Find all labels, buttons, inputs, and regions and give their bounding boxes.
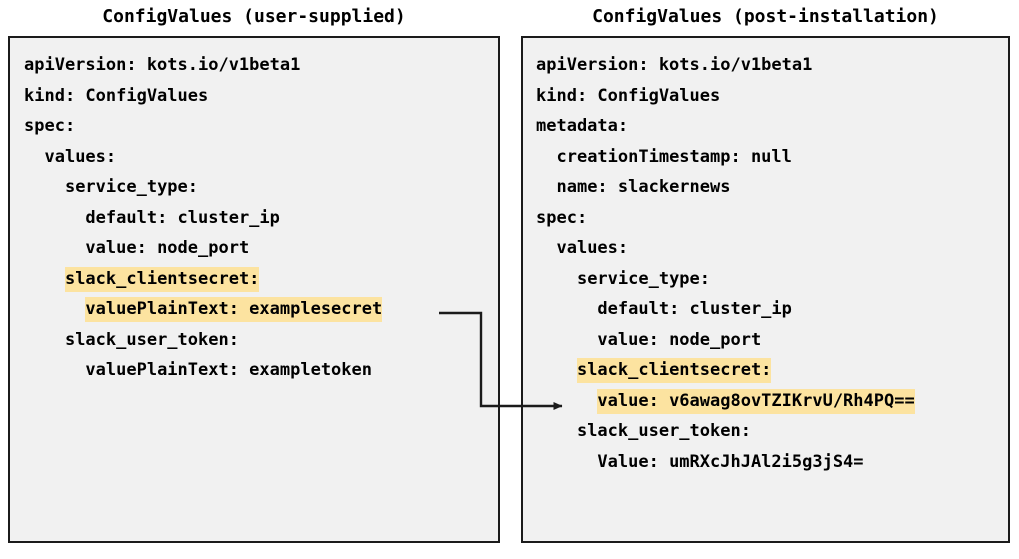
panel-title-post-installation: ConfigValues (post-installation) (592, 6, 939, 27)
yaml-line: value: v6awag8ovTZIKrvU/Rh4PQ== (536, 386, 1008, 417)
yaml-text: Value: umRXcJhJAl2i5g3jS4= (597, 451, 864, 472)
yaml-line: default: cluster_ip (24, 203, 498, 234)
yaml-text-highlighted: valuePlainText: examplesecret (85, 297, 383, 322)
yaml-line: slack_user_token: (536, 416, 1008, 447)
yaml-text: apiVersion: kots.io/v1beta1 (24, 55, 301, 75)
yaml-line: name: slackernews (536, 172, 1008, 203)
yaml-line: valuePlainText: examplesecret (24, 294, 498, 325)
yaml-indent (24, 177, 65, 197)
yaml-text-highlighted: value: v6awag8ovTZIKrvU/Rh4PQ== (597, 388, 915, 414)
yaml-text: value: node_port (85, 238, 250, 258)
panel-title-user-supplied: ConfigValues (user-supplied) (102, 6, 406, 27)
yaml-text: slack_user_token: (64, 329, 239, 350)
yaml-indent (536, 330, 597, 350)
yaml-indent (24, 238, 85, 258)
yaml-content-user-supplied: apiVersion: kots.io/v1beta1 kind: ConfigV… (10, 50, 498, 386)
yaml-line: kind: ConfigValues (536, 81, 1008, 112)
yaml-line: creationTimestamp: null (536, 142, 1008, 173)
yaml-text: default: cluster_ip (85, 207, 280, 228)
yaml-text-highlighted: slack_clientsecret: (64, 266, 260, 292)
yaml-indent (536, 391, 597, 411)
yaml-line: slack_user_token: (24, 325, 498, 356)
yaml-line: default: cluster_ip (536, 294, 1008, 325)
yaml-line: values: (536, 233, 1008, 264)
yaml-panel-post-installation: apiVersion: kots.io/v1beta1 kind: ConfigV… (521, 36, 1010, 543)
yaml-line: apiVersion: kots.io/v1beta1 (24, 50, 498, 81)
yaml-text: kind: ConfigValues (24, 85, 209, 106)
yaml-indent (536, 269, 577, 289)
yaml-indent (536, 147, 556, 167)
yaml-text: kind: ConfigValues (536, 85, 721, 106)
yaml-indent (536, 360, 577, 380)
yaml-indent (24, 147, 44, 167)
yaml-text: service_type: (576, 268, 711, 289)
yaml-text: slack_user_token: (576, 421, 751, 441)
yaml-text: valuePlainText: exampletoken (85, 360, 372, 380)
yaml-text: spec: (24, 116, 76, 136)
yaml-text: metadata: (536, 116, 629, 136)
yaml-indent (536, 421, 577, 441)
yaml-text: values: (44, 146, 117, 167)
yaml-line: slack_clientsecret: (24, 264, 498, 295)
yaml-indent (536, 238, 556, 258)
yaml-line: Value: umRXcJhJAl2i5g3jS4= (536, 447, 1008, 478)
yaml-line: value: node_port (24, 233, 498, 264)
yaml-indent (24, 360, 85, 380)
yaml-indent (536, 452, 597, 472)
yaml-line: service_type: (24, 172, 498, 203)
yaml-text: value: node_port (597, 329, 762, 350)
yaml-line: value: node_port (536, 325, 1008, 356)
yaml-line: metadata: (536, 111, 1008, 142)
yaml-line: kind: ConfigValues (24, 81, 498, 112)
yaml-panel-user-supplied: apiVersion: kots.io/v1beta1 kind: ConfigV… (8, 36, 500, 543)
yaml-indent (24, 269, 65, 289)
yaml-text: creationTimestamp: null (556, 146, 792, 167)
yaml-indent (24, 208, 85, 228)
yaml-line: values: (24, 142, 498, 173)
yaml-text-highlighted: slack_clientsecret: (576, 358, 772, 383)
yaml-indent (24, 330, 65, 350)
yaml-line: spec: (24, 111, 498, 142)
yaml-text: default: cluster_ip (597, 299, 792, 319)
yaml-line: valuePlainText: exampletoken (24, 355, 498, 386)
yaml-line: slack_clientsecret: (536, 355, 1008, 386)
yaml-indent (24, 299, 85, 319)
yaml-line: spec: (536, 203, 1008, 234)
yaml-text: name: slackernews (556, 177, 731, 197)
yaml-indent (536, 177, 556, 197)
yaml-indent (536, 299, 597, 319)
yaml-text: service_type: (64, 177, 199, 197)
yaml-text: apiVersion: kots.io/v1beta1 (536, 55, 813, 75)
yaml-content-post-installation: apiVersion: kots.io/v1beta1 kind: ConfigV… (523, 50, 1008, 477)
yaml-text: spec: (536, 207, 588, 228)
yaml-line: service_type: (536, 264, 1008, 295)
yaml-text: values: (556, 238, 629, 258)
yaml-line: apiVersion: kots.io/v1beta1 (536, 50, 1008, 81)
